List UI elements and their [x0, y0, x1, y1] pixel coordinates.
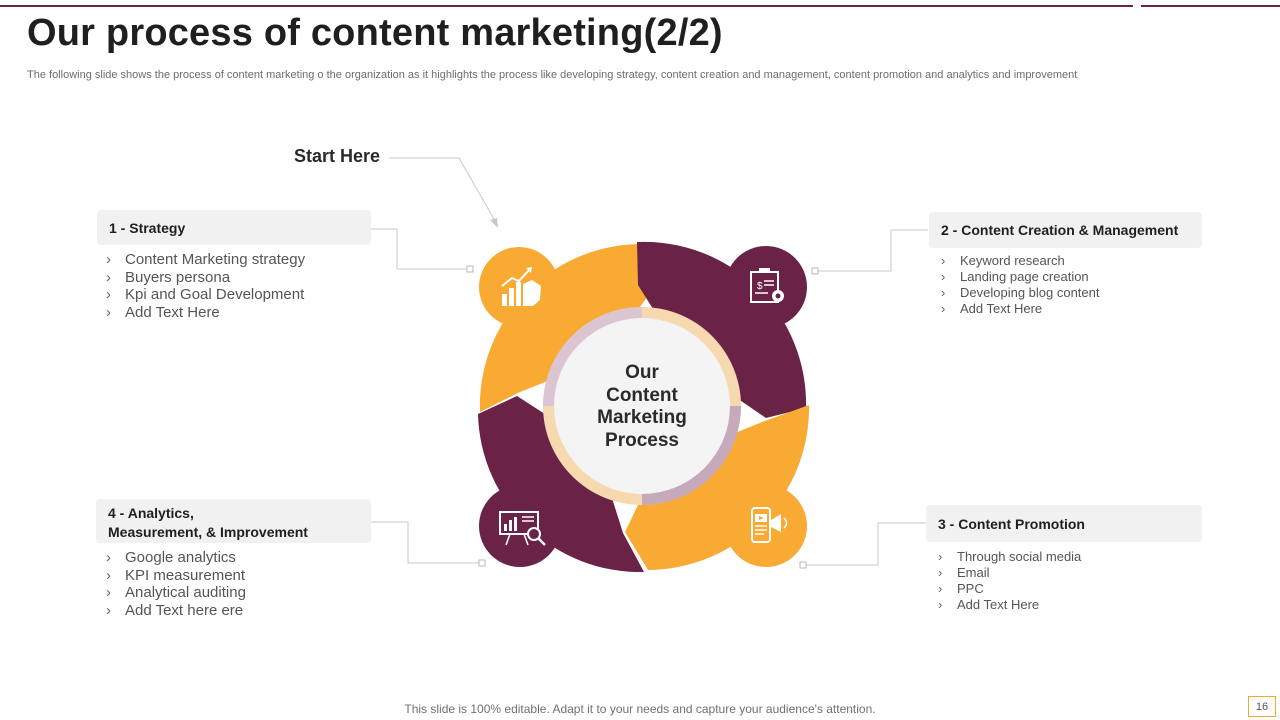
bullet-chevron-icon: ›	[938, 549, 943, 564]
step-promotion-header: 3 - Content Promotion	[926, 505, 1202, 542]
bullet-chevron-icon: ›	[941, 253, 946, 268]
start-here-label: Start Here	[294, 146, 381, 166]
step-strategy-title: 1 - Strategy	[109, 219, 186, 236]
start-arrow-head	[490, 218, 498, 228]
megaphone-phone-icon	[751, 507, 788, 543]
list-item: ›Landing page creation	[941, 269, 1089, 284]
bullet-chevron-icon: ›	[938, 565, 943, 580]
list-item: ›Email	[938, 565, 990, 580]
list-item: ›Add Text Here	[938, 597, 1040, 612]
bullet-chevron-icon: ›	[106, 584, 111, 602]
list-item: ›Keyword research	[941, 253, 1065, 268]
slide-footer: This slide is 100% editable. Adapt it to…	[404, 702, 876, 716]
ring-segment-analytics	[478, 396, 644, 573]
bullet-chevron-icon: ›	[941, 285, 946, 300]
step-promotion-list: ›Through social media ›Email ›PPC ›Add T…	[938, 549, 1081, 613]
bullet-chevron-icon: ›	[106, 286, 111, 304]
list-item: ›Through social media	[938, 549, 1082, 564]
slide-subtitle: The following slide shows the process of…	[27, 69, 1078, 81]
bullet-chevron-icon: ›	[106, 601, 111, 619]
bullet-chevron-icon: ›	[106, 566, 111, 584]
list-item: ›Content Marketing strategy	[106, 251, 306, 268]
list-item: ›Kpi and Goal Development	[106, 286, 305, 304]
ring-segment-creation	[637, 241, 807, 418]
center-title-line: Process	[605, 429, 679, 451]
list-item: ›PPC	[938, 581, 984, 596]
step-strategy-list: ›Content Marketing strategy ›Buyers pers…	[106, 251, 305, 321]
ring-segment-promotion	[625, 405, 810, 570]
connector-creation	[815, 229, 928, 272]
top-rule	[0, 5, 1133, 7]
ring-segment-strategy	[479, 244, 655, 412]
bullet-chevron-icon: ›	[938, 597, 943, 612]
connector-promotion	[803, 522, 928, 566]
center-title-line: Marketing	[597, 407, 687, 428]
step-strategy-header: 1 - Strategy	[97, 210, 371, 245]
connector-lines	[371, 157, 928, 566]
badge-creation	[725, 246, 807, 328]
hub-ring-accent-a	[543, 307, 642, 406]
badge-analytics	[479, 485, 561, 567]
list-item: ›Add Text Here	[941, 301, 1043, 316]
step-creation-title: 2 - Content Creation & Management	[941, 222, 1179, 238]
analytics-board-icon	[499, 511, 546, 546]
list-item: ›KPI measurement	[106, 566, 246, 584]
bullet-chevron-icon: ›	[941, 269, 946, 284]
list-item: ›Analytical auditing	[106, 584, 246, 602]
center-title-line: Our	[625, 362, 659, 383]
list-item: ›Developing blog content	[941, 285, 1100, 300]
step-analytics-list: ›Google analytics ›KPI measurement ›Anal…	[106, 549, 246, 619]
center-title-line: Content	[606, 384, 678, 406]
connector-nodes	[466, 265, 819, 569]
bullet-chevron-icon: ›	[938, 581, 943, 596]
step-analytics-title-line: Measurement, & Improvement	[108, 524, 308, 540]
growth-chart-icon	[501, 267, 541, 306]
list-item: ›Google analytics	[106, 549, 236, 566]
page-number: 16	[1248, 696, 1276, 717]
bullet-chevron-icon: ›	[941, 301, 946, 316]
step-analytics-title-line: 4 - Analytics,	[108, 505, 194, 521]
step-creation-list: ›Keyword research ›Landing page creation…	[941, 253, 1100, 317]
connector-analytics	[371, 521, 482, 564]
center-title: Our Content Marketing Process	[557, 362, 727, 452]
slide-title: Our process of content marketing(2/2)	[27, 12, 723, 54]
start-arrow-line	[389, 157, 499, 227]
step-analytics-header: 4 - Analytics, Measurement, & Improvemen…	[96, 499, 371, 543]
hub-center	[554, 318, 730, 494]
connector-strategy	[371, 228, 470, 270]
step-creation-header: 2 - Content Creation & Management	[929, 212, 1202, 248]
bullet-chevron-icon: ›	[106, 549, 111, 566]
list-item: ›Add Text Here	[106, 303, 220, 321]
bullet-chevron-icon: ›	[106, 251, 111, 268]
list-item: ›Add Text here ere	[106, 601, 244, 619]
svg-text:$: $	[757, 281, 763, 292]
bullet-chevron-icon: ›	[106, 303, 111, 321]
bullet-chevron-icon: ›	[106, 268, 111, 286]
list-item: ›Buyers persona	[106, 268, 231, 286]
step-promotion-title: 3 - Content Promotion	[938, 515, 1085, 532]
hub-ring-accent-b	[642, 406, 741, 505]
document-gear-icon: $	[750, 268, 784, 303]
top-rule-short	[1141, 5, 1280, 7]
